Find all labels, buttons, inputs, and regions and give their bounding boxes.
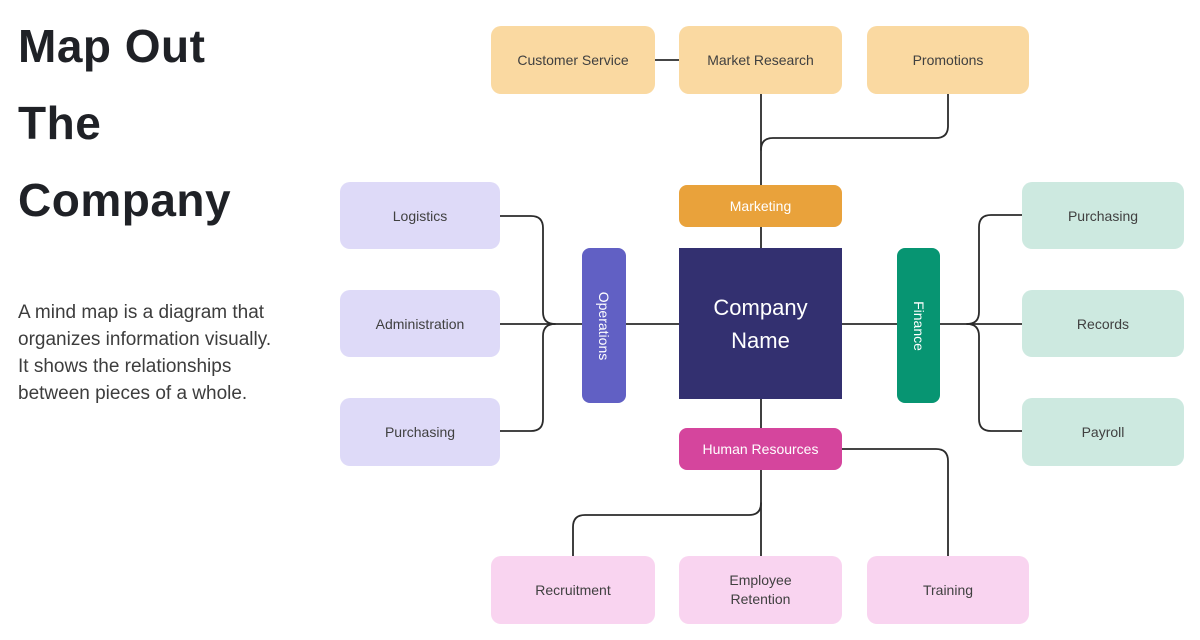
node-market-research[interactable]: Market Research xyxy=(679,26,842,94)
human-resources-label: Human Resources xyxy=(702,441,819,457)
logistics-label: Logistics xyxy=(392,207,448,224)
employee-retention-label: Employee Retention xyxy=(729,572,792,607)
node-operations[interactable]: Operations xyxy=(582,248,626,403)
administration-label: Administration xyxy=(375,315,465,332)
node-purchasing-left[interactable]: Purchasing xyxy=(340,398,500,466)
page-title-line-1: Map Out xyxy=(18,20,206,72)
node-employee-retention[interactable]: Employee Retention xyxy=(679,556,842,624)
connector-hr-training xyxy=(841,448,949,557)
node-purchasing-right[interactable]: Purchasing xyxy=(1022,182,1184,249)
node-training[interactable]: Training xyxy=(867,556,1029,624)
connector-finance-payroll xyxy=(966,323,1023,432)
node-logistics[interactable]: Logistics xyxy=(340,182,500,249)
purchasing-right-label: Purchasing xyxy=(1067,207,1139,224)
promotions-label: Promotions xyxy=(912,52,984,68)
intro-paragraph: A mind map is a diagram that organizes i… xyxy=(18,302,272,404)
purchasing-left-label: Purchasing xyxy=(384,424,456,440)
node-human-resources[interactable]: Human Resources xyxy=(679,428,842,470)
connector-logistics-operations xyxy=(499,215,556,325)
finance-label: Finance xyxy=(910,300,927,351)
node-records[interactable]: Records xyxy=(1022,290,1184,357)
company-name-label: Company Name xyxy=(713,294,808,353)
connector-purchasing-operations xyxy=(499,323,556,432)
marketing-label: Marketing xyxy=(729,198,792,214)
node-promotions[interactable]: Promotions xyxy=(867,26,1029,94)
market-research-label: Market Research xyxy=(707,52,814,68)
records-label: Records xyxy=(1076,315,1130,332)
page-title-line-3: Company xyxy=(18,174,232,226)
connector-finance-purchasing xyxy=(966,214,1023,325)
page-title-line-2: The xyxy=(18,97,102,149)
training-label: Training xyxy=(922,582,974,598)
node-finance[interactable]: Finance xyxy=(897,248,940,403)
page-title: Map Out The Company xyxy=(18,8,318,239)
node-customer-service[interactable]: Customer Service xyxy=(491,26,655,94)
node-marketing[interactable]: Marketing xyxy=(679,185,842,227)
node-company-name[interactable]: Company Name xyxy=(679,248,842,399)
payroll-label: Payroll xyxy=(1081,424,1125,440)
connector-hr-recruitment xyxy=(572,502,762,557)
recruitment-label: Recruitment xyxy=(535,582,611,598)
node-recruitment[interactable]: Recruitment xyxy=(491,556,655,624)
connector-promotions-marketing xyxy=(760,93,949,151)
node-administration[interactable]: Administration xyxy=(340,290,500,357)
operations-label: Operations xyxy=(596,291,613,360)
customer-service-label: Customer Service xyxy=(517,52,629,68)
node-payroll[interactable]: Payroll xyxy=(1022,398,1184,466)
